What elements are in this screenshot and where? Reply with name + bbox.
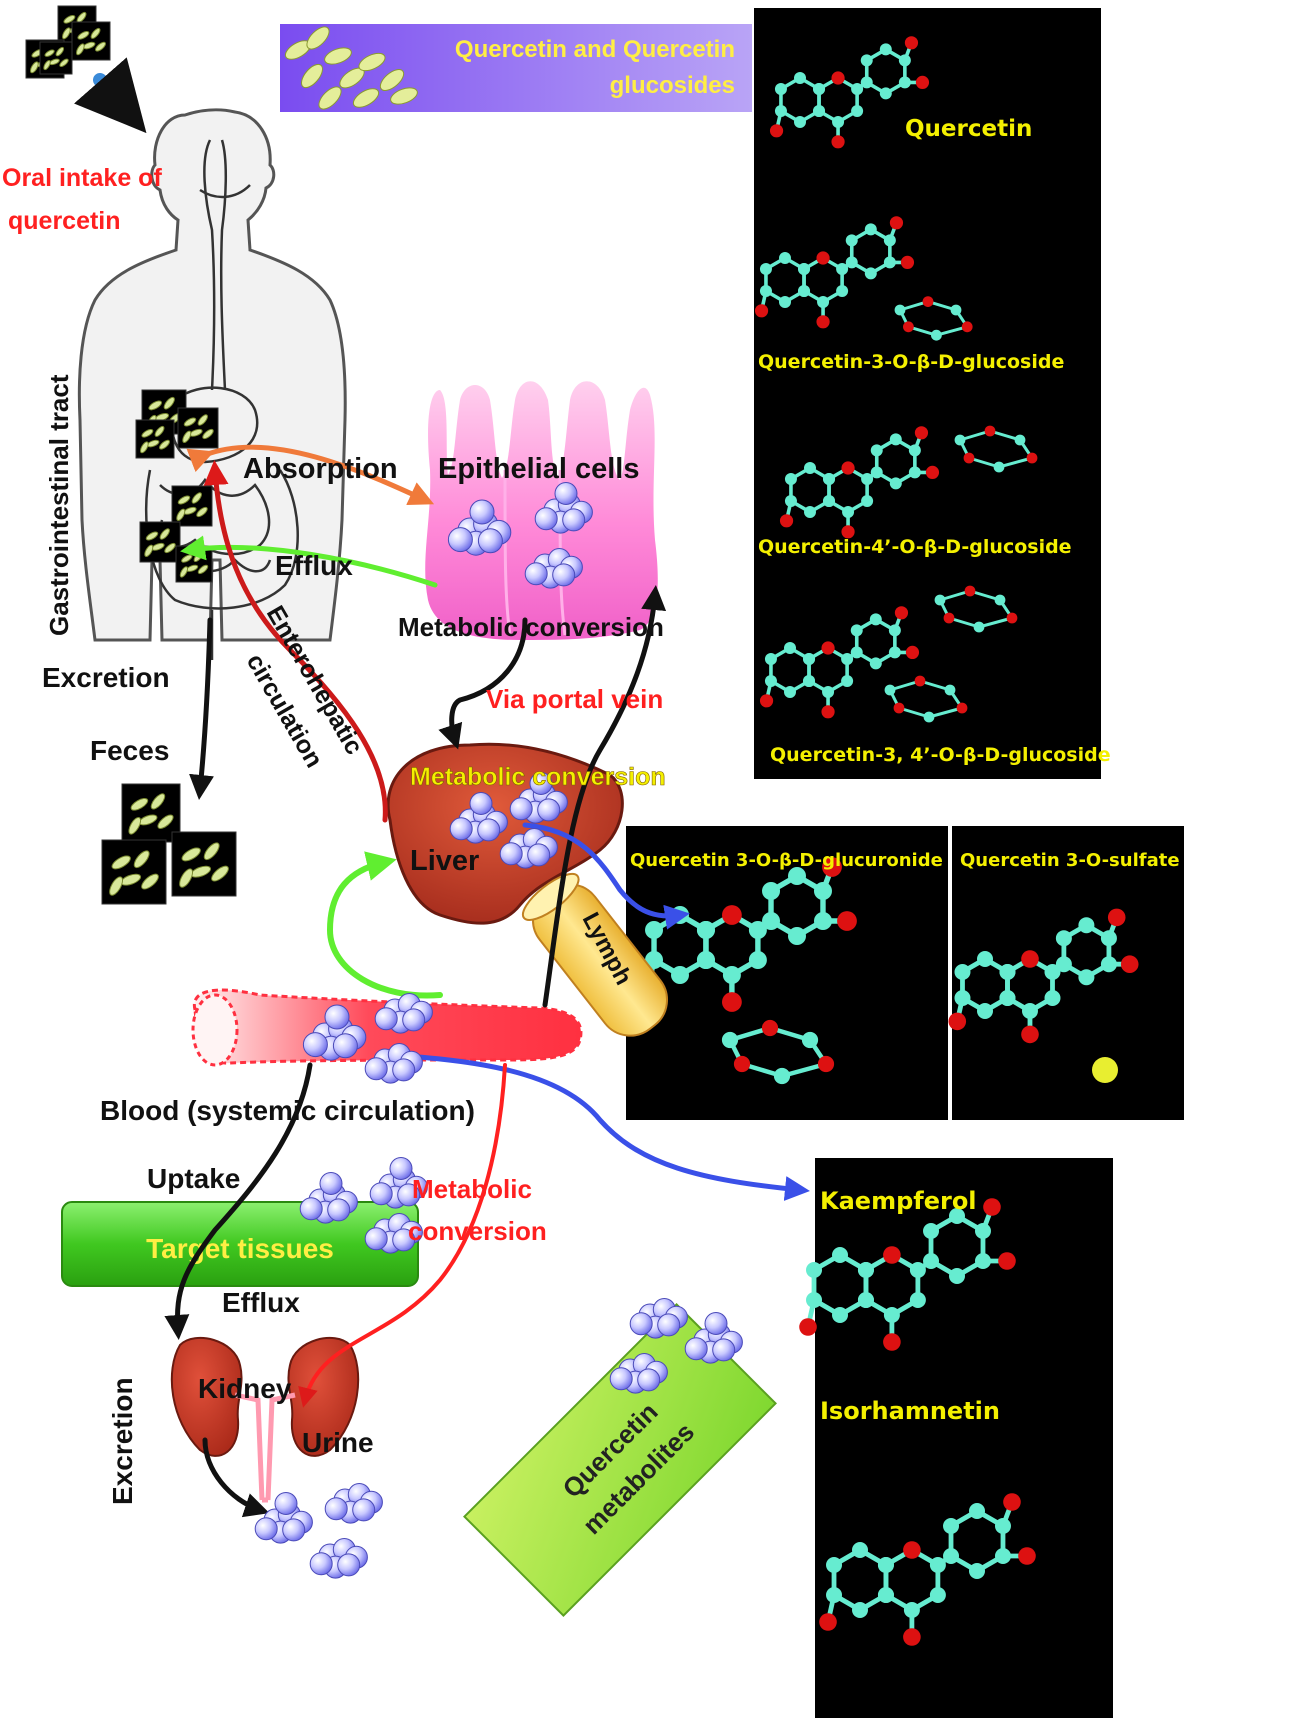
isorhamnetin-structure [819,1493,1036,1646]
urine-arrow [202,1437,270,1518]
pill-tile [171,485,213,527]
oral-intake-arrow [74,57,147,134]
blood-to-kaempferol-arrow [387,1052,810,1201]
ball-cluster-13 [324,1483,383,1524]
kaempferol-structure [799,1198,1016,1351]
ball-cluster-10 [369,1157,428,1209]
pill-tile [101,839,167,905]
liver-label: Liver [410,845,479,877]
oral-intake-line1: Oral intake of [2,164,162,192]
header-line1: Quercetin and Quercetin [455,36,735,63]
kidney-label: Kidney [198,1373,292,1404]
absorption-arrow [186,444,435,506]
ball-cluster-3 [449,792,508,844]
header-pill-art [284,26,418,110]
ball-cluster-0 [447,499,512,556]
glucuronide-label: Quercetin 3-O-β-D-glucuronide [630,850,943,871]
ball-cluster-7 [374,993,433,1034]
ball-cluster-17 [609,1353,668,1394]
liver-to-glucuronide-arrow [522,822,690,930]
sulfate-structure [948,908,1139,1083]
efflux-arrow [180,535,438,588]
portal-vein-arrow [438,617,528,750]
q4g-label: Quercetin-4’-O-β-D-glucoside [758,536,1072,558]
header-line2: glucosides [610,72,735,99]
efflux-top-label: Efflux [275,550,353,581]
pill-tile [135,419,175,459]
isorhamnetin-label: Isorhamnetin [820,1397,1000,1425]
kaempferol-label: Kaempferol [820,1187,977,1215]
pill-icon-groups [25,5,418,905]
kidney [170,1336,360,1503]
efflux-bottom-label: Efflux [222,1287,300,1318]
ball-cluster-4 [509,772,568,824]
quercetin-structure [769,36,930,149]
ball-cluster-2 [524,548,583,589]
q4g-structure [779,425,1038,539]
pill-tile [121,783,181,843]
excretion-top-label: Excretion [42,662,170,693]
ball-cluster-1 [534,482,593,534]
feces-arrow [189,617,214,800]
oral-intake-line2: quercetin [8,207,121,235]
absorption-label: Absorption [243,453,398,485]
q3g-structure [754,216,973,341]
pill-tile [171,831,237,897]
ball-cluster-16 [684,1312,743,1364]
ball-cluster-8 [364,1043,423,1084]
portal-vein-label: Via portal vein [486,684,663,714]
metabolite-clusters [254,482,743,1579]
ball-cluster-6 [302,1004,367,1061]
glucoside-panel [754,8,1101,779]
blood-label: Blood (systemic circulation) [100,1095,475,1126]
feces-label: Feces [90,735,169,766]
uptake-label: Uptake [147,1163,240,1194]
target-tissues-label: Target tissues [146,1233,334,1264]
ball-cluster-15 [629,1298,688,1339]
pill-tile [177,407,219,449]
blood-to-liver-arrow [326,851,443,999]
metabolic-bottom-line1: Metabolic [412,1174,532,1204]
q3g-label: Quercetin-3-O-β-D-glucoside [758,351,1064,373]
metabolic-conversion-arrow [298,1063,507,1408]
header-box: Quercetin and Quercetin glucosides [280,24,752,112]
q34g-structure [759,585,1018,723]
quercetin-label: Quercetin [905,116,1032,142]
ball-cluster-11 [364,1213,423,1254]
kaempferol-panel [815,1158,1113,1718]
ball-cluster-5 [499,828,558,869]
q34g-label: Quercetin-3, 4’-O-β-D-glucoside [770,744,1111,766]
pill-tile [71,21,111,61]
arrows [74,57,810,1518]
target-tissues-box: Target tissues [61,1201,419,1287]
pill-tile [39,41,73,75]
ball-cluster-12 [254,1492,313,1544]
metabolic-bottom-line2: conversion [408,1216,547,1246]
ball-cluster-14 [309,1538,368,1579]
uptake-arrow [164,1062,313,1340]
enterohepatic-arrow [203,460,388,823]
metabolic-conversion-top-label: Metabolic conversion [398,612,664,642]
epithelial-label: Epithelial cells [438,453,639,485]
urine-label: Urine [302,1427,374,1458]
gi-tract-label: Gastrointestinal tract [44,374,74,636]
excretion-bottom-label: Excretion [107,1377,138,1505]
sulfate-label: Quercetin 3-O-sulfate [960,850,1180,871]
metabolic-conversion-liver-label: Metabolic conversion [410,763,666,791]
pill-tile [139,521,181,563]
sulfate-panel [952,826,1184,1120]
ball-cluster-9 [299,1172,358,1224]
lymph-arrow [542,585,667,1008]
